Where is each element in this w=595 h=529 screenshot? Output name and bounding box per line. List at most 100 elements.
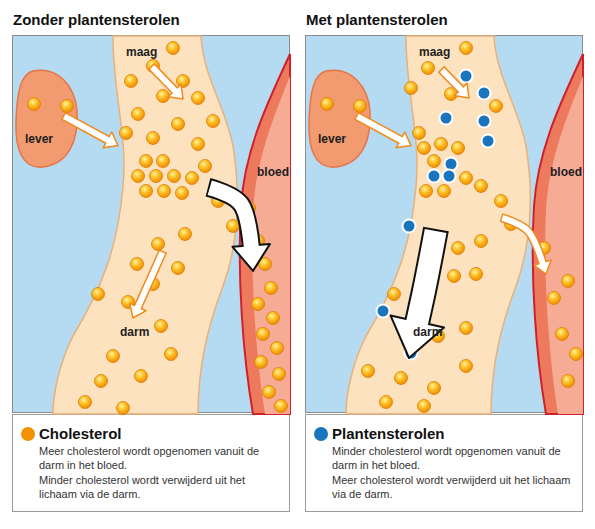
cholesterol-dot — [265, 282, 278, 295]
cholesterol-dot — [562, 275, 575, 288]
cholesterol-dot — [152, 238, 165, 251]
liver-shape-outline — [13, 71, 63, 166]
cholesterol-dot — [252, 235, 265, 248]
organ-shape — [240, 54, 290, 414]
cholesterol-dot — [140, 155, 153, 168]
plant-sterol-dot — [403, 220, 416, 233]
panel-box: Met plantensterolenlevermaagdarmbloed — [305, 35, 583, 413]
cholesterol-dot — [460, 42, 473, 55]
legend-description: Meer cholesterol wordt verwijderd uit he… — [332, 474, 576, 501]
cholesterol-dot — [186, 172, 199, 185]
plant-sterol-dot — [443, 170, 456, 183]
cholesterol-dot — [570, 348, 583, 361]
blood-vessel: bloed — [546, 96, 584, 414]
plant-sterol-dot — [482, 135, 495, 148]
plant-sterol-dot — [478, 115, 491, 128]
cholesterol-dot — [192, 92, 205, 105]
cholesterol-dot — [548, 292, 561, 305]
plant-sterol-dot — [460, 70, 473, 83]
cholesterol-dot — [172, 118, 185, 131]
cholesterol-dot — [176, 187, 189, 200]
organ-label: bloed — [257, 166, 289, 180]
cholesterol-dot — [177, 75, 190, 88]
cholesterol-dot — [117, 402, 130, 415]
organ-label: lever — [318, 133, 346, 147]
cholesterol-dot — [263, 386, 276, 399]
legend-swatch — [314, 427, 328, 441]
cholesterol-dot — [243, 202, 256, 215]
cholesterol-dot — [428, 155, 441, 168]
legend-box: PlantensterolenMinder cholesterol wordt … — [305, 414, 583, 512]
cholesterol-dot — [168, 170, 181, 183]
cholesterol-dot — [157, 155, 170, 168]
plant-sterol-dot — [445, 158, 458, 171]
cholesterol-dot — [428, 382, 441, 395]
cholesterol-dot — [452, 242, 465, 255]
cholesterol-dot — [92, 288, 105, 301]
organ-shape — [309, 70, 370, 167]
cholesterol-dot — [179, 228, 192, 241]
organ-shape — [346, 36, 530, 414]
illustration-layer — [306, 36, 584, 414]
blood-vessel-outline — [546, 96, 584, 414]
organ-shape — [533, 54, 583, 414]
cholesterol-dot — [150, 170, 163, 183]
cholesterol-dot — [267, 312, 280, 325]
cholesterol-dot — [61, 100, 74, 113]
legend-swatch — [21, 427, 35, 441]
cholesterol-dot — [157, 90, 170, 103]
cholesterol-dot — [199, 160, 212, 173]
legend-item: Cholesterol — [39, 425, 283, 443]
cholesterol-dot — [438, 185, 451, 198]
cholesterol-dot — [28, 98, 41, 111]
cholesterol-dot — [448, 270, 461, 283]
cholesterol-dot — [538, 242, 551, 255]
cholesterol-dot — [405, 82, 418, 95]
cholesterol-dot — [120, 127, 133, 140]
cholesterol-dot — [107, 350, 120, 363]
cholesterol-dot — [435, 138, 448, 151]
cholesterol-dot — [125, 75, 138, 88]
organ-shape — [252, 76, 290, 414]
cholesterol-dot — [271, 342, 284, 355]
cholesterol-dot — [165, 348, 178, 361]
cholesterol-dot — [490, 100, 503, 113]
cholesterol-dot — [418, 400, 431, 413]
organ-label: darm — [120, 326, 149, 340]
cholesterol-dot — [420, 185, 433, 198]
plant-sterol-dot — [428, 170, 441, 183]
legend-description: Meer cholesterol wordt opgenomen vanuit … — [39, 445, 283, 472]
legend-item: Plantensterolen — [332, 425, 576, 443]
panel-title: Zonder plantensterolen — [13, 11, 180, 28]
organ-label: maag — [126, 46, 157, 60]
cholesterol-dot — [212, 195, 225, 208]
cholesterol-dot — [418, 142, 431, 155]
cholesterol-dot — [388, 288, 401, 301]
cholesterol-dot — [132, 108, 145, 121]
plant-sterol-dot — [377, 305, 390, 318]
organ-shape — [53, 36, 237, 414]
cholesterol-dot — [562, 375, 575, 388]
cholesterol-dot — [422, 62, 435, 75]
cholesterol-dot — [354, 100, 367, 113]
legend-box: CholesterolMeer cholesterol wordt opgeno… — [12, 414, 290, 512]
cholesterol-dot — [255, 356, 268, 369]
legend-description: Minder cholesterol wordt opgenomen vanui… — [332, 445, 576, 472]
cholesterol-dot — [172, 262, 185, 275]
organ-label: maag — [419, 46, 450, 60]
organ-label: bloed — [550, 166, 582, 180]
cholesterol-dot — [132, 170, 145, 183]
liver-shape: lever — [306, 71, 356, 166]
illustration-layer — [13, 36, 291, 414]
liver-shape: lever — [13, 71, 63, 166]
organ-label: lever — [25, 133, 53, 147]
cholesterol-dot — [131, 258, 144, 271]
cholesterol-dot — [380, 396, 393, 409]
cholesterol-dot — [321, 98, 334, 111]
cholesterol-dot — [155, 320, 168, 333]
cholesterol-dot — [192, 138, 205, 151]
cholesterol-dot — [140, 185, 153, 198]
cholesterol-dot — [460, 172, 473, 185]
organ-shape — [16, 70, 77, 167]
